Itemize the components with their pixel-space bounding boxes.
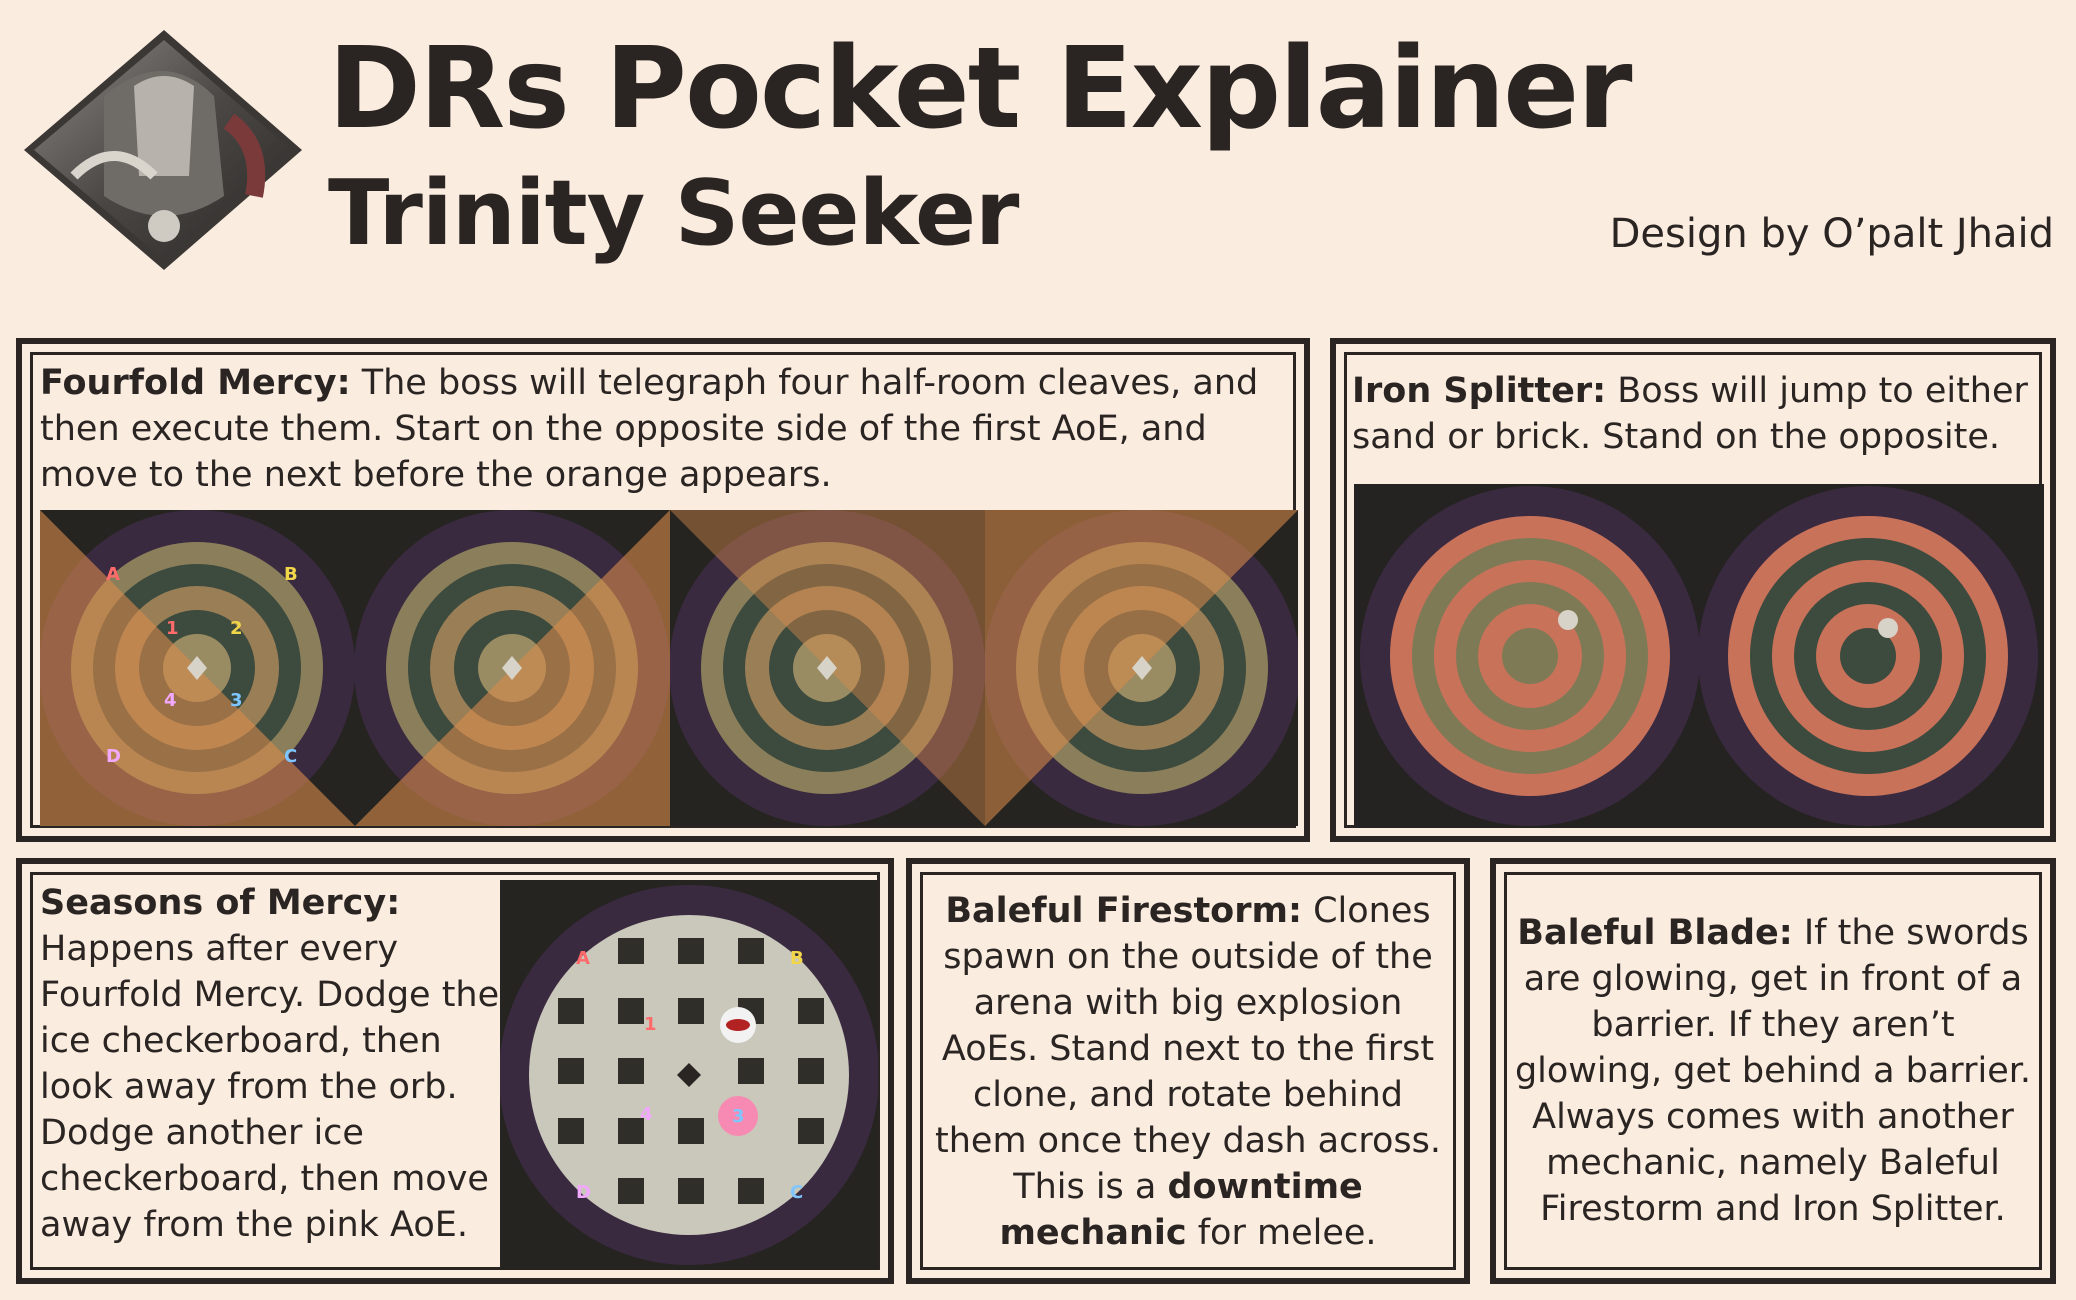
marker-1: 1 <box>166 618 179 639</box>
baleful-firestorm-body: Clones spawn on the outside of the arena… <box>935 891 1441 1207</box>
marker-b: B <box>790 948 804 969</box>
marker-a: A <box>576 948 590 969</box>
boss-icon <box>187 656 1152 680</box>
marker-c: C <box>790 1182 803 1203</box>
fourfold-mercy-body: The boss will telegraph four half-room c… <box>40 363 1259 495</box>
marker-a: A <box>106 564 120 585</box>
iron-splitter-panel: Iron Splitter: Boss will jump to either … <box>1330 338 2056 842</box>
iron-splitter-heading: Iron Splitter: <box>1352 371 1607 411</box>
seasons-of-mercy-panel: Seasons of Mercy: Happens after every Fo… <box>16 858 894 1284</box>
iron-splitter-screenshots <box>1354 484 2044 828</box>
seasons-of-mercy-heading: Seasons of Mercy: <box>40 883 401 923</box>
marker-b: B <box>284 564 298 585</box>
fourfold-mercy-text: Fourfold Mercy: The boss will telegraph … <box>40 360 1290 498</box>
downtime-emphasis: downtime mechanic <box>999 1167 1363 1253</box>
baleful-firestorm-heading: Baleful Firestorm: <box>945 891 1302 931</box>
fourfold-mercy-screenshots: A B C D 1 2 3 4 <box>40 510 1298 826</box>
seasons-of-mercy-screenshot: A B C D 1 3 4 <box>500 880 878 1270</box>
baleful-firestorm-text: Baleful Firestorm: Clones spawn on the o… <box>932 888 1444 1256</box>
marker-4: 4 <box>640 1104 653 1125</box>
design-credit: Design by O’palt Jhaid <box>1609 211 2054 257</box>
marker-3: 3 <box>230 690 243 711</box>
pink-aoe <box>718 1096 758 1136</box>
iron-splitter-body: Boss will jump to either sand or brick. … <box>1352 371 2028 457</box>
baleful-firestorm-body-end: for melee. <box>1186 1213 1377 1253</box>
arena-brick <box>1698 486 2038 826</box>
boss-icon <box>677 1063 701 1087</box>
fourfold-mercy-panel: Fourfold Mercy: The boss will telegraph … <box>16 338 1310 842</box>
marker-d: D <box>576 1182 591 1203</box>
baleful-blade-text: Baleful Blade: If the swords are glowing… <box>1514 910 2032 1232</box>
page-subtitle: Trinity Seeker <box>328 161 1019 266</box>
marker-1: 1 <box>644 1014 657 1035</box>
fourfold-mercy-heading: Fourfold Mercy: <box>40 363 351 403</box>
marker-3: 3 <box>732 1106 745 1127</box>
arena-sand <box>1360 486 1700 826</box>
marker-c: C <box>284 746 297 767</box>
ice-checkerboard <box>558 938 824 1204</box>
seasons-of-mercy-body: Happens after every Fourfold Mercy. Dodg… <box>40 929 500 1245</box>
iron-splitter-text: Iron Splitter: Boss will jump to either … <box>1352 368 2042 460</box>
baleful-blade-heading: Baleful Blade: <box>1517 913 1793 953</box>
page-title: DRs Pocket Explainer <box>328 24 1632 154</box>
marker-4: 4 <box>164 690 177 711</box>
marker-2: 2 <box>230 618 243 639</box>
seasons-of-mercy-text: Seasons of Mercy: Happens after every Fo… <box>40 880 510 1248</box>
boss-icon-logo <box>14 26 304 276</box>
baleful-blade-body: If the swords are glowing, get in front … <box>1514 913 2032 1229</box>
baleful-firestorm-panel: Baleful Firestorm: Clones spawn on the o… <box>906 858 1470 1284</box>
marker-d: D <box>106 746 121 767</box>
baleful-blade-panel: Baleful Blade: If the swords are glowing… <box>1490 858 2056 1284</box>
